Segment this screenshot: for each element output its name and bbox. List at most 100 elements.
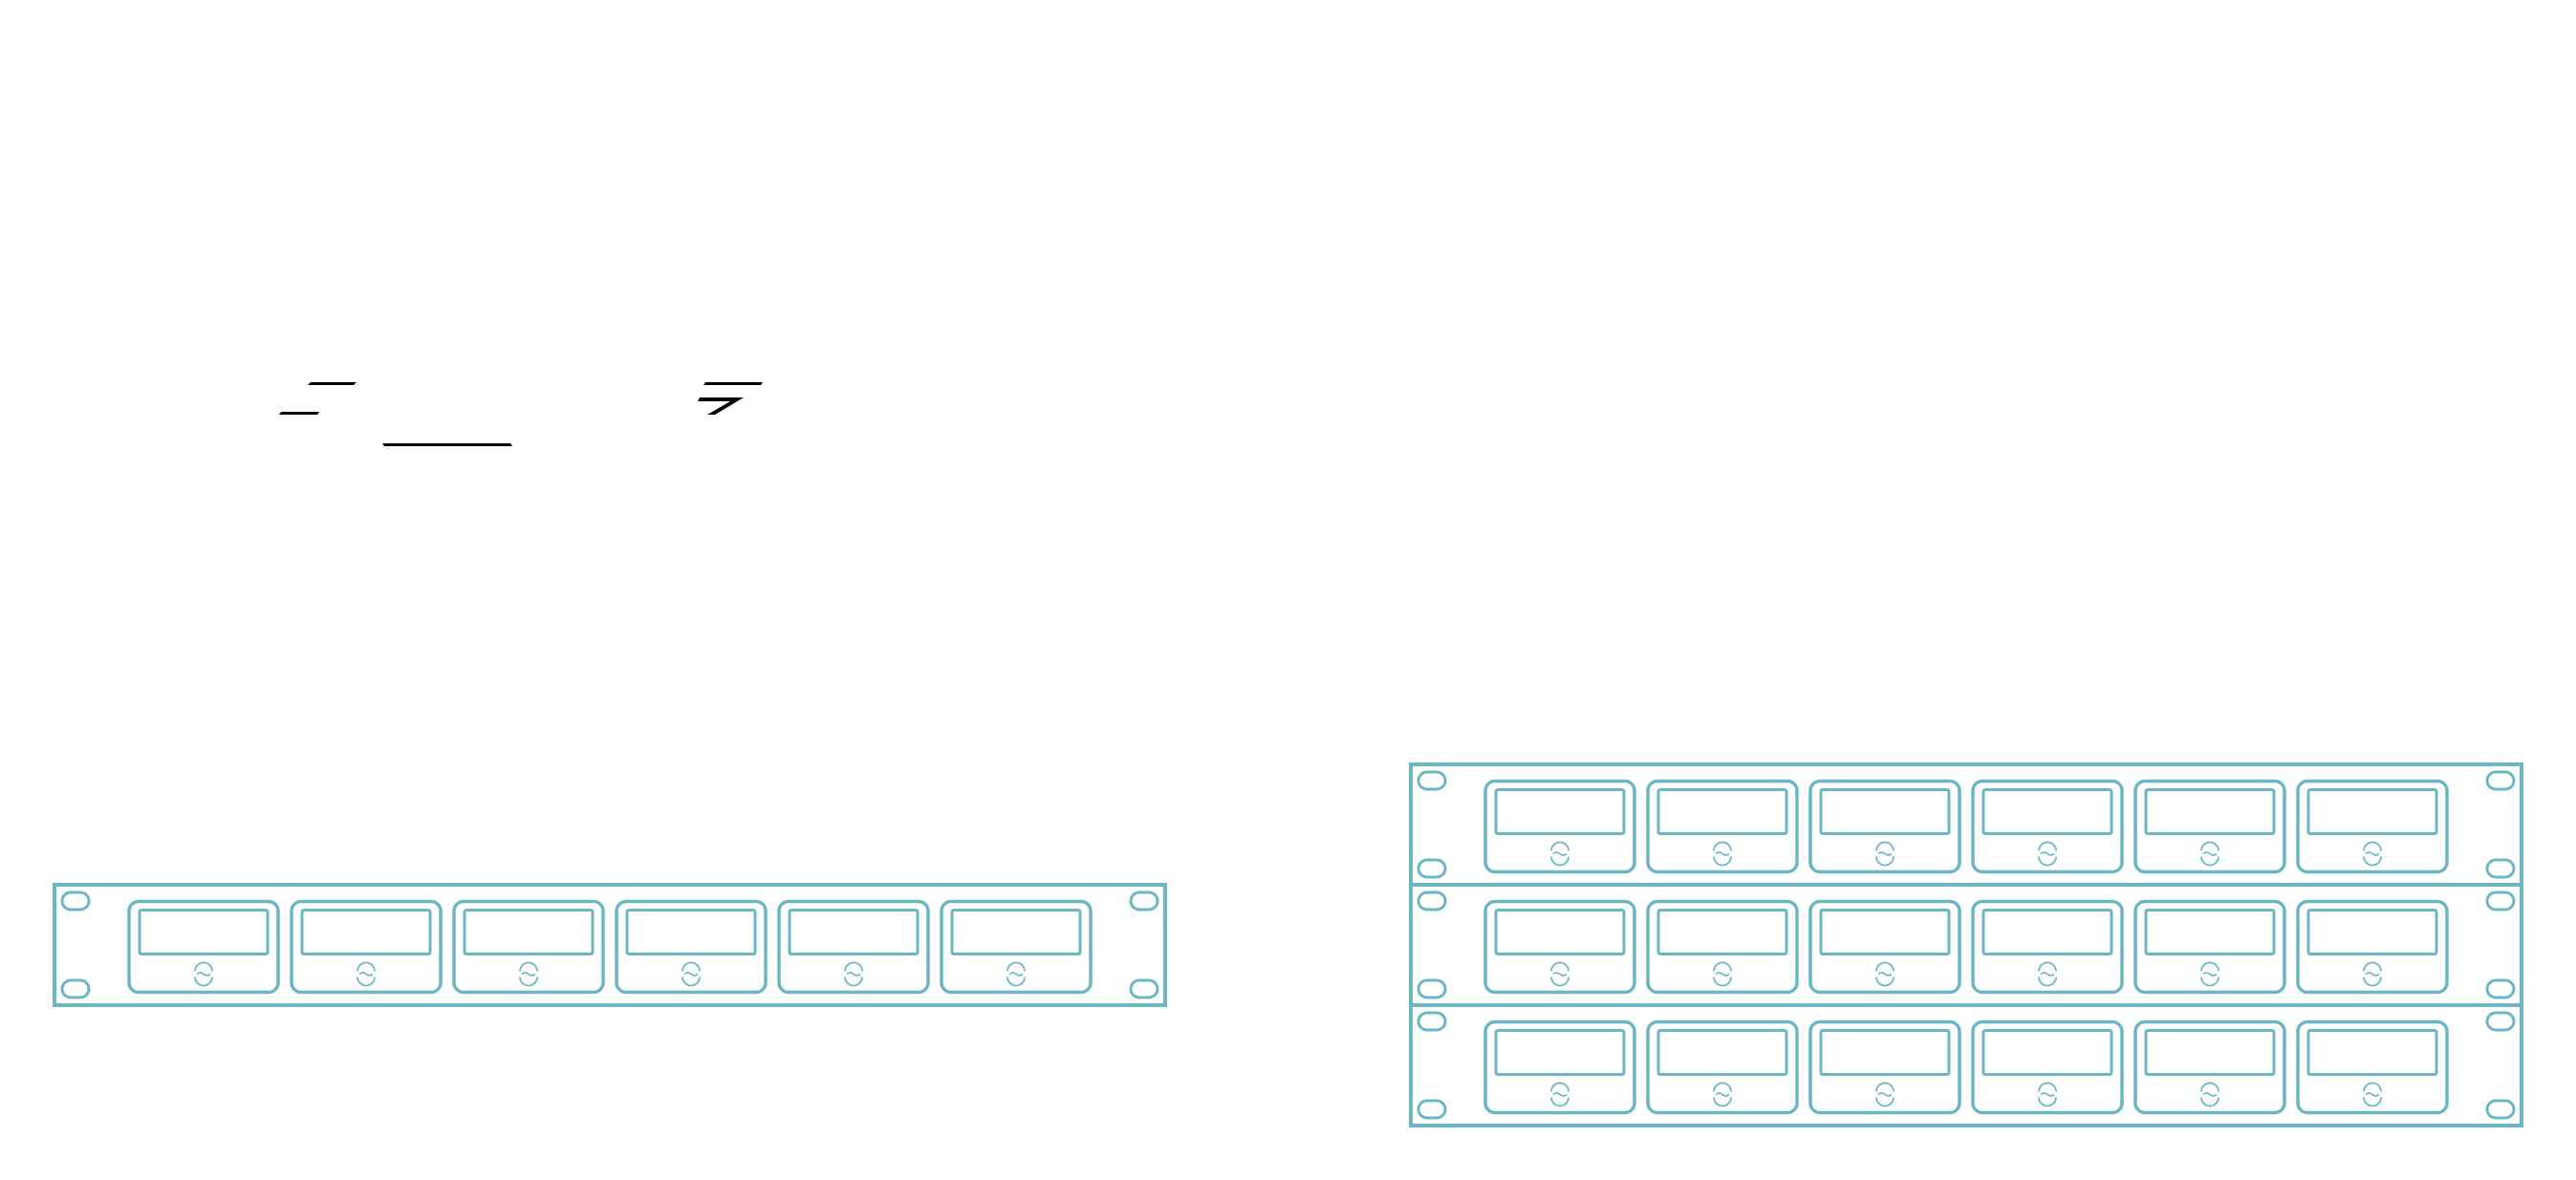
module-display: [2144, 788, 2276, 835]
connector-wave: [2040, 972, 2055, 976]
connector-icon: [2038, 961, 2057, 987]
module: [452, 899, 605, 995]
connector-arc-top: [2200, 961, 2219, 972]
connector-icon: [2038, 841, 2057, 867]
module-display: [300, 909, 432, 955]
connector-icon: [2363, 1082, 2382, 1107]
connector-icon: [194, 961, 213, 987]
mounting-slot: [2485, 770, 2516, 791]
connector-arc-bottom: [2363, 1097, 2382, 1107]
connector-wave: [2202, 1092, 2218, 1097]
module: [1646, 1019, 1799, 1115]
mounting-slot: [1417, 1011, 1447, 1032]
connector-arc-top: [1875, 841, 1894, 851]
connector-arc-top: [2038, 841, 2057, 851]
connector-wave: [2202, 851, 2218, 856]
module: [2133, 779, 2286, 874]
module-display: [1819, 909, 1951, 955]
connector-arc-bottom: [2200, 1097, 2219, 1107]
connector-wave: [1715, 972, 1730, 976]
connector-arc-bottom: [2200, 856, 2219, 867]
module: [2133, 899, 2286, 995]
module: [2296, 779, 2449, 874]
connector-icon: [682, 961, 701, 987]
module: [1971, 1019, 2124, 1115]
module-frame: [2296, 899, 2449, 995]
module-display: [138, 909, 270, 955]
module-frame: [1971, 1019, 2124, 1115]
connector-arc-top: [1713, 841, 1732, 851]
rack-unit: [1409, 883, 2523, 1007]
module-display: [1819, 1029, 1951, 1076]
connector-arc-top: [2363, 961, 2382, 972]
connector-arc-bottom: [2363, 856, 2382, 867]
mounting-slot: [2485, 978, 2516, 999]
connector-wave: [1877, 972, 1893, 976]
module-display: [625, 909, 757, 955]
stroke-fragments: [279, 382, 763, 446]
module-display: [1981, 909, 2113, 955]
connector-wave: [1008, 972, 1024, 976]
connector-icon: [1550, 1082, 1569, 1107]
module-display: [1656, 1029, 1788, 1076]
connector-arc-bottom: [1713, 856, 1732, 867]
module: [2296, 1019, 2449, 1115]
mounting-slot: [1417, 890, 1447, 912]
connector-arc-top: [1875, 961, 1894, 972]
module: [2296, 899, 2449, 995]
module: [127, 899, 280, 995]
module: [1971, 779, 2124, 874]
mounting-slot: [2485, 1011, 2516, 1032]
module-frame: [1808, 1019, 1961, 1115]
module-display: [1656, 788, 1788, 835]
mounting-slot: [60, 890, 91, 912]
connector-arc-top: [519, 961, 538, 972]
module-frame: [452, 899, 605, 995]
connector-icon: [1713, 961, 1732, 987]
connector-icon: [2038, 1082, 2057, 1107]
connector-arc-top: [682, 961, 701, 972]
module-frame: [1971, 779, 2124, 874]
connector-wave: [358, 972, 374, 976]
connector-arc-bottom: [2200, 976, 2219, 987]
connector-wave: [2365, 972, 2380, 976]
module-frame: [1483, 899, 1636, 995]
connector-arc-top: [1007, 961, 1026, 972]
module: [2133, 1019, 2286, 1115]
stroke-fragment: [704, 382, 763, 385]
connector-arc-top: [1550, 1082, 1569, 1092]
rack-unit-frame: [1409, 1003, 2523, 1127]
module-frame: [615, 899, 768, 995]
connector-arc-bottom: [519, 976, 538, 987]
module-display: [788, 909, 920, 955]
connector-arc-bottom: [2038, 856, 2057, 867]
connector-arc-top: [357, 961, 376, 972]
connector-icon: [1713, 1082, 1732, 1107]
connector-arc-top: [2363, 841, 2382, 851]
mounting-slot: [1417, 858, 1447, 879]
connector-arc-top: [1875, 1082, 1894, 1092]
connector-arc-top: [1713, 961, 1732, 972]
rack-unit: [53, 883, 1167, 1007]
connector-arc-top: [2038, 1082, 2057, 1092]
connector-wave: [846, 972, 861, 976]
module-display: [2144, 909, 2276, 955]
module-display: [1494, 788, 1626, 835]
connector-icon: [2200, 841, 2219, 867]
module-display: [1494, 909, 1626, 955]
mounting-slot: [1129, 978, 1159, 999]
mounting-slot: [1417, 770, 1447, 791]
connector-arc-bottom: [1550, 856, 1569, 867]
module-frame: [1808, 779, 1961, 874]
connector-icon: [2363, 961, 2382, 987]
connector-wave: [2365, 851, 2380, 856]
module: [1646, 779, 1799, 874]
module-frame: [2296, 779, 2449, 874]
connector-arc-top: [1713, 1082, 1732, 1092]
connector-arc-top: [2200, 841, 2219, 851]
module-frame: [777, 899, 930, 995]
connector-arc-bottom: [844, 976, 863, 987]
module-frame: [1483, 1019, 1636, 1115]
stroke-fragment: [308, 382, 357, 385]
